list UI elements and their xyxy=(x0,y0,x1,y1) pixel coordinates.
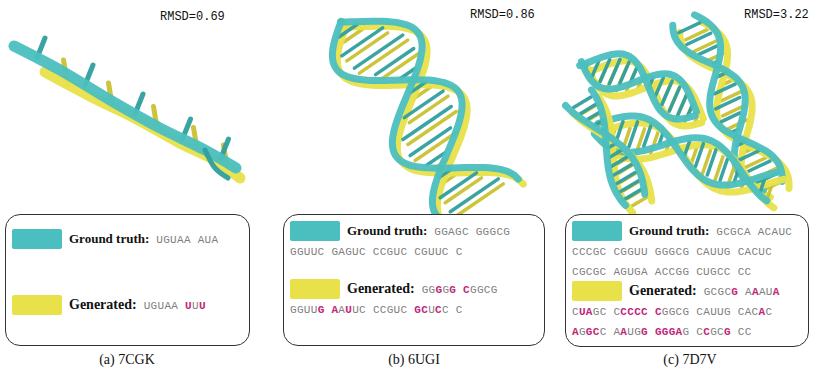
legend-swatch xyxy=(290,221,340,241)
backbone-ribbon xyxy=(45,72,240,178)
base-pair xyxy=(376,48,414,74)
base-pair xyxy=(600,59,610,81)
legend-label: Ground truth: xyxy=(347,223,427,238)
base-pair xyxy=(720,159,727,180)
panel-caption: (c) 7D7V xyxy=(663,352,716,368)
legend-swatch xyxy=(12,229,62,249)
panel-caption: (b) 6UGI xyxy=(388,352,440,368)
legend-label: Generated: xyxy=(629,283,697,298)
base-pair xyxy=(716,97,740,108)
sequence-row: Generated:GCGCG AAAUA CUAGC CCCCC CGGCG … xyxy=(572,281,802,341)
base-pair xyxy=(455,184,503,217)
backbone-ribbon xyxy=(580,54,695,119)
base-pair xyxy=(450,179,498,212)
base-pair xyxy=(685,141,690,155)
base-pair xyxy=(699,46,717,54)
base-pair xyxy=(403,106,451,139)
legend-label: Generated: xyxy=(347,281,415,296)
base-pair xyxy=(739,151,758,160)
base-pair xyxy=(617,172,635,183)
base-pair xyxy=(580,105,595,114)
legend-label: Generated: xyxy=(69,297,137,312)
base-pair xyxy=(676,94,686,118)
base-pair xyxy=(696,144,704,167)
legend-label: Ground truth: xyxy=(629,223,709,238)
sequence-box: Ground truth: UGUAA AUA Generated: UGUAA UU… xyxy=(5,214,250,346)
base-pair xyxy=(625,190,641,199)
backbone-ribbon xyxy=(695,15,783,182)
backbone-ribbon xyxy=(345,26,523,184)
base-pair xyxy=(662,81,672,105)
sequence-row: Ground truth: UGUAA AUA xyxy=(12,229,243,249)
base-pair xyxy=(687,33,711,44)
rmsd-value: RMSD=0.69 xyxy=(160,10,225,24)
legend-swatch xyxy=(290,279,340,299)
base-pair xyxy=(440,173,476,198)
sequence-row: Generated:GGGGG CGGCG GGUUG AAUUC CCGUC … xyxy=(290,279,538,319)
base-pair xyxy=(574,97,591,107)
sequence-box: Ground truth:GGAGC GGGCG GGUUC GAGUC CCG… xyxy=(283,214,545,346)
sequence-row: Ground truth:GCGCA ACAUC CCCGC CGGUU GGG… xyxy=(572,221,802,281)
rmsd-value: RMSD=0.86 xyxy=(470,8,535,22)
sequence-row: Ground truth:GGAGC GGGCG GGUUC GAGUC CCG… xyxy=(290,221,538,261)
sequence-row: Generated: UGUAA UUU xyxy=(12,295,243,315)
legend-label: Ground truth: xyxy=(69,231,149,246)
sequence-text: UGUAA UUU xyxy=(144,300,206,312)
rmsd-value: RMSD=3.22 xyxy=(744,8,809,22)
base-pair xyxy=(614,165,631,175)
backbone-ribbon xyxy=(591,90,625,206)
legend-swatch xyxy=(572,281,622,301)
base-pair xyxy=(629,122,638,147)
legend-swatch xyxy=(572,221,622,241)
base-pair xyxy=(746,161,770,172)
base-pair xyxy=(587,113,599,120)
backbone-ribbon xyxy=(340,21,518,179)
base-pair xyxy=(620,62,629,83)
base-pair xyxy=(610,150,622,157)
base-pair xyxy=(678,96,686,115)
base-pair xyxy=(632,197,648,206)
base-pair xyxy=(609,59,620,83)
base-pair xyxy=(669,87,679,111)
base-pair xyxy=(656,78,664,96)
base-pair xyxy=(715,84,735,94)
base-pair xyxy=(644,126,651,147)
base-pair xyxy=(692,148,697,162)
base-pair xyxy=(354,35,402,68)
base xyxy=(205,150,228,178)
base-pair xyxy=(721,113,740,122)
base-pair xyxy=(679,23,700,33)
base-pair xyxy=(621,181,639,192)
base-pair xyxy=(669,88,679,112)
legend-swatch xyxy=(12,295,62,315)
sequence-box: Ground truth:GCGCA ACAUC CCCGC CGGUU GGG… xyxy=(565,214,809,347)
base-pair xyxy=(612,157,627,166)
base-pair xyxy=(707,150,716,175)
panel-caption: (a) 7CGK xyxy=(99,352,155,368)
sequence-text: UGUAA AUA xyxy=(156,234,218,246)
